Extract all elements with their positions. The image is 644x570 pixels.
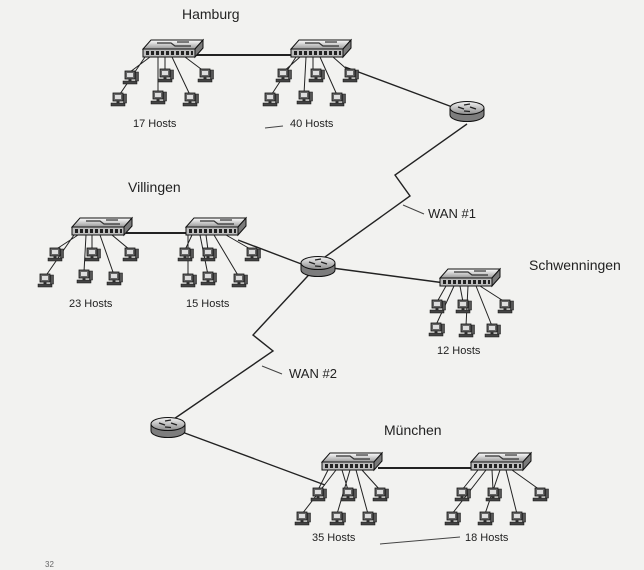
switch-muenchen-2: [470, 452, 532, 471]
pc-icon: [177, 247, 194, 262]
pc-icon: [76, 269, 93, 284]
wan2-pointer: [261, 365, 283, 375]
wan2-link: [167, 264, 319, 424]
pc-icon: [231, 273, 248, 288]
hamburg-router-link: [344, 66, 456, 109]
switch-hamburg-2: [290, 39, 352, 58]
pc-icon: [429, 299, 446, 314]
wan-label-1: WAN #1: [428, 206, 476, 221]
pc-icon: [47, 247, 64, 262]
pc-icon: [244, 247, 261, 262]
switch-villingen-1: [71, 217, 133, 236]
hamburg-hosts-dash: [264, 125, 284, 129]
pc-icon: [262, 92, 279, 107]
muenchen-hosts-dash: [379, 536, 461, 545]
pc-icon: [157, 68, 174, 83]
pc-icon: [454, 487, 471, 502]
pc-icon: [296, 90, 313, 105]
pc-icon: [372, 487, 389, 502]
pc-icon: [200, 271, 217, 286]
pc-icon: [197, 68, 214, 83]
pc-icon: [485, 487, 502, 502]
muenchen-router-link: [181, 431, 326, 486]
host-count-hamburg-2: 40 Hosts: [290, 118, 334, 130]
pc-icon: [294, 511, 311, 526]
router-villingen-schwenningen: [300, 255, 336, 278]
pc-icon: [110, 92, 127, 107]
pc-icon: [308, 68, 325, 83]
pc-icon: [200, 247, 217, 262]
pc-icon: [122, 247, 139, 262]
wan1-pointer: [402, 204, 425, 215]
site-label-villingen: Villingen: [128, 179, 181, 195]
pc-icon: [458, 323, 475, 338]
switch-villingen-2: [185, 217, 247, 236]
pc-icon: [37, 273, 54, 288]
pc-icon: [275, 68, 292, 83]
host-count-muenchen-1: 35 Hosts: [312, 532, 356, 544]
host-computers: [37, 68, 549, 526]
pc-icon: [509, 511, 526, 526]
pc-icon: [329, 511, 346, 526]
site-label-schwenningen: Schwenningen: [529, 257, 621, 273]
annotation-strokes: [261, 125, 461, 545]
switch-muenchen-1: [321, 452, 383, 471]
router-muenchen: [150, 416, 186, 439]
site-label-muenchen: München: [384, 422, 442, 438]
host-count-villingen-1: 23 Hosts: [69, 298, 113, 310]
switch-schwenningen: [439, 268, 501, 287]
pc-icon: [340, 487, 357, 502]
pc-icon: [122, 70, 139, 85]
pc-icon: [150, 90, 167, 105]
network-links: [126, 54, 475, 486]
pc-icon: [329, 92, 346, 107]
wan-label-2: WAN #2: [289, 366, 337, 381]
pc-icon: [428, 322, 445, 337]
pc-icon: [182, 92, 199, 107]
routers: [150, 100, 485, 439]
schwenningen-router-link: [331, 267, 446, 284]
villingen-router-link: [237, 239, 305, 266]
pc-icon: [477, 511, 494, 526]
pc-icon: [84, 247, 101, 262]
pc-icon: [532, 487, 549, 502]
switch-hamburg-1: [142, 39, 204, 58]
router-hamburg: [449, 100, 485, 123]
pc-icon: [484, 323, 501, 338]
pc-icon: [444, 511, 461, 526]
pc-icon: [310, 487, 327, 502]
page-number: 32: [45, 560, 54, 569]
pc-icon: [342, 68, 359, 83]
site-label-hamburg: Hamburg: [182, 6, 240, 22]
pc-icon: [360, 511, 377, 526]
host-count-schwenningen: 12 Hosts: [437, 345, 481, 357]
pc-icon: [497, 299, 514, 314]
pc-icon: [455, 299, 472, 314]
pc-icon: [180, 273, 197, 288]
wan1-link: [317, 123, 468, 263]
host-count-villingen-2: 15 Hosts: [186, 298, 230, 310]
host-count-muenchen-2: 18 Hosts: [465, 532, 509, 544]
pc-icon: [106, 271, 123, 286]
host-count-hamburg-1: 17 Hosts: [133, 118, 177, 130]
